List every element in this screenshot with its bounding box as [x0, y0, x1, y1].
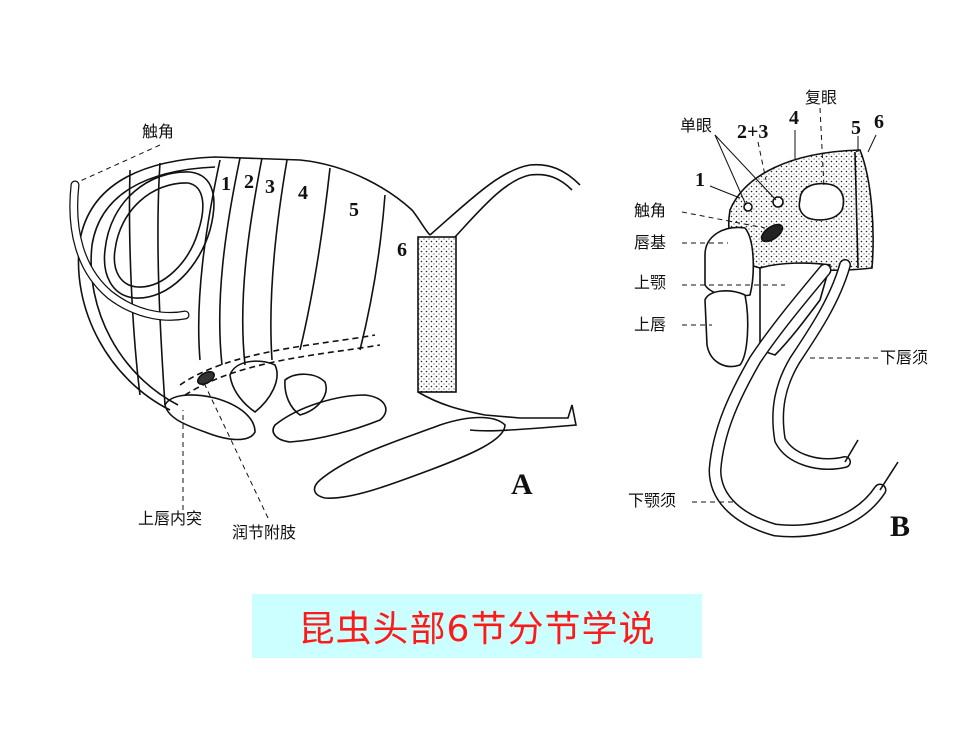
label-ocelli: 单眼 — [680, 116, 713, 135]
label-appendage: 润节附肢 — [232, 523, 297, 542]
segment-a-6: 6 — [397, 239, 407, 261]
label-compound-eye: 复眼 — [805, 88, 838, 107]
label-labrum: 上唇 — [634, 315, 667, 334]
figure-b-drawing — [681, 107, 899, 538]
segment-a-3: 3 — [265, 176, 275, 198]
label-antenna-a: 触角 — [142, 122, 175, 141]
label-maxillary-palp: 下颚须 — [628, 491, 677, 510]
segment-a-5: 5 — [349, 199, 359, 221]
segment-a-4: 4 — [298, 182, 308, 204]
figure-a-drawing — [69, 144, 581, 519]
panel-label-b: B — [890, 510, 911, 543]
label-labial-palp: 下唇须 — [880, 348, 929, 367]
segment-a-1: 1 — [221, 173, 231, 195]
segment-a-2: 2 — [244, 171, 254, 193]
segment-b-2-3: 2+3 — [737, 121, 769, 143]
segment-b-4: 4 — [789, 107, 799, 129]
segment-b-5: 5 — [851, 117, 861, 139]
panel-label-a: A — [511, 468, 533, 501]
label-clypeus: 唇基 — [634, 233, 667, 252]
label-antenna-b: 触角 — [634, 201, 667, 220]
caption-box: 昆虫头部6节分节学说 — [252, 594, 702, 658]
segment-b-6: 6 — [874, 111, 884, 133]
segment-b-1: 1 — [695, 169, 705, 191]
caption-text: 昆虫头部6节分节学说 — [298, 609, 656, 650]
label-tentorium: 上唇内突 — [138, 509, 203, 528]
label-mandible: 上颚 — [634, 273, 667, 292]
